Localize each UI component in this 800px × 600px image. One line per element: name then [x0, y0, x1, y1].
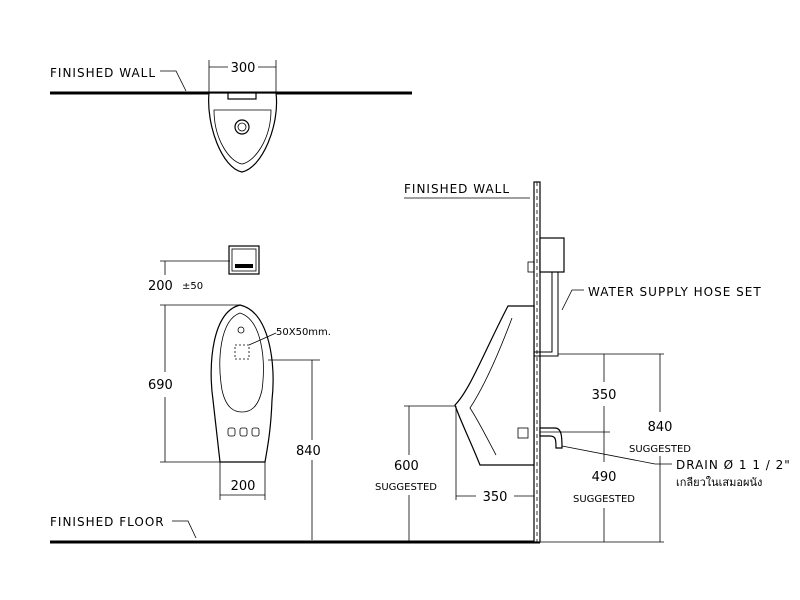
- sensor-plan: [227, 92, 257, 100]
- dim-sensor-gap: 200: [148, 279, 173, 294]
- sensor-window: [235, 264, 253, 268]
- dim-sensor-tolerance: ±50: [182, 281, 203, 292]
- sensor-box-front: [228, 245, 260, 275]
- finished-floor-label: FINISHED FLOOR: [50, 515, 165, 529]
- urinal-front-bowl: [219, 312, 264, 413]
- urinal-side-outline: [454, 305, 535, 466]
- dim-side-drain-height: 490: [592, 470, 617, 485]
- outlet-hole-1: [227, 427, 236, 437]
- sensor-mount: [527, 261, 535, 273]
- drain-pipe: [539, 427, 563, 449]
- opening-label: 50X50mm.: [276, 327, 331, 338]
- drain-leader: [561, 445, 672, 465]
- spreader-hole: [237, 326, 245, 334]
- dim-front-height: 840: [296, 444, 321, 459]
- dim-side-drain-note: SUGGESTED: [573, 494, 635, 505]
- water-supply-leader: [561, 289, 584, 311]
- urinal-front-outline: [210, 304, 274, 463]
- dim-top-width: 300: [231, 61, 256, 76]
- finished-wall-label-side: FINISHED WALL: [404, 182, 510, 196]
- dim-side-lip-note: SUGGESTED: [375, 482, 437, 493]
- outlet-hole-3: [251, 427, 260, 437]
- drain-hole-inner: [237, 122, 247, 132]
- dim-side-total-height: 840: [648, 420, 673, 435]
- dim-base-width: 200: [231, 479, 256, 494]
- dim-body-height: 690: [148, 378, 173, 393]
- dim-side-lip-height: 600: [394, 459, 419, 474]
- drain-hole-plan: [234, 119, 250, 135]
- sensor-box-inner: [231, 248, 257, 272]
- opening-leader: [248, 332, 277, 346]
- front-view: 200 ±50 50X50mm. 690 840 200 FINISHED FL…: [50, 245, 540, 544]
- finished-wall-label-top: FINISHED WALL: [50, 66, 156, 80]
- side-outlet: [517, 427, 529, 439]
- drain-thai-label: เกลียวในเสมอผนัง: [676, 476, 762, 489]
- side-view: FINISHED WALL WATER SUPPLY HOSE SET DRAI…: [375, 181, 791, 543]
- opening-50x50: [234, 344, 250, 360]
- finished-floor-leader: [172, 520, 197, 539]
- finished-wall-leader-top: [160, 70, 187, 92]
- top-view: FINISHED WALL 300: [50, 60, 412, 173]
- urinal-plan-inner: [213, 109, 272, 165]
- dim-side-depth: 350: [483, 490, 508, 505]
- outlet-hole-2: [239, 427, 248, 437]
- dim-side-total-note: SUGGESTED: [629, 444, 691, 455]
- drain-label: DRAIN Ø 1 1 / 2": [676, 458, 791, 472]
- finished-wall-side: [533, 181, 541, 543]
- water-supply-label: WATER SUPPLY HOSE SET: [588, 285, 762, 299]
- urinal-side-bowl: [469, 317, 513, 456]
- sensor-box-side: [539, 237, 565, 273]
- dim-side-supply-gap: 350: [592, 388, 617, 403]
